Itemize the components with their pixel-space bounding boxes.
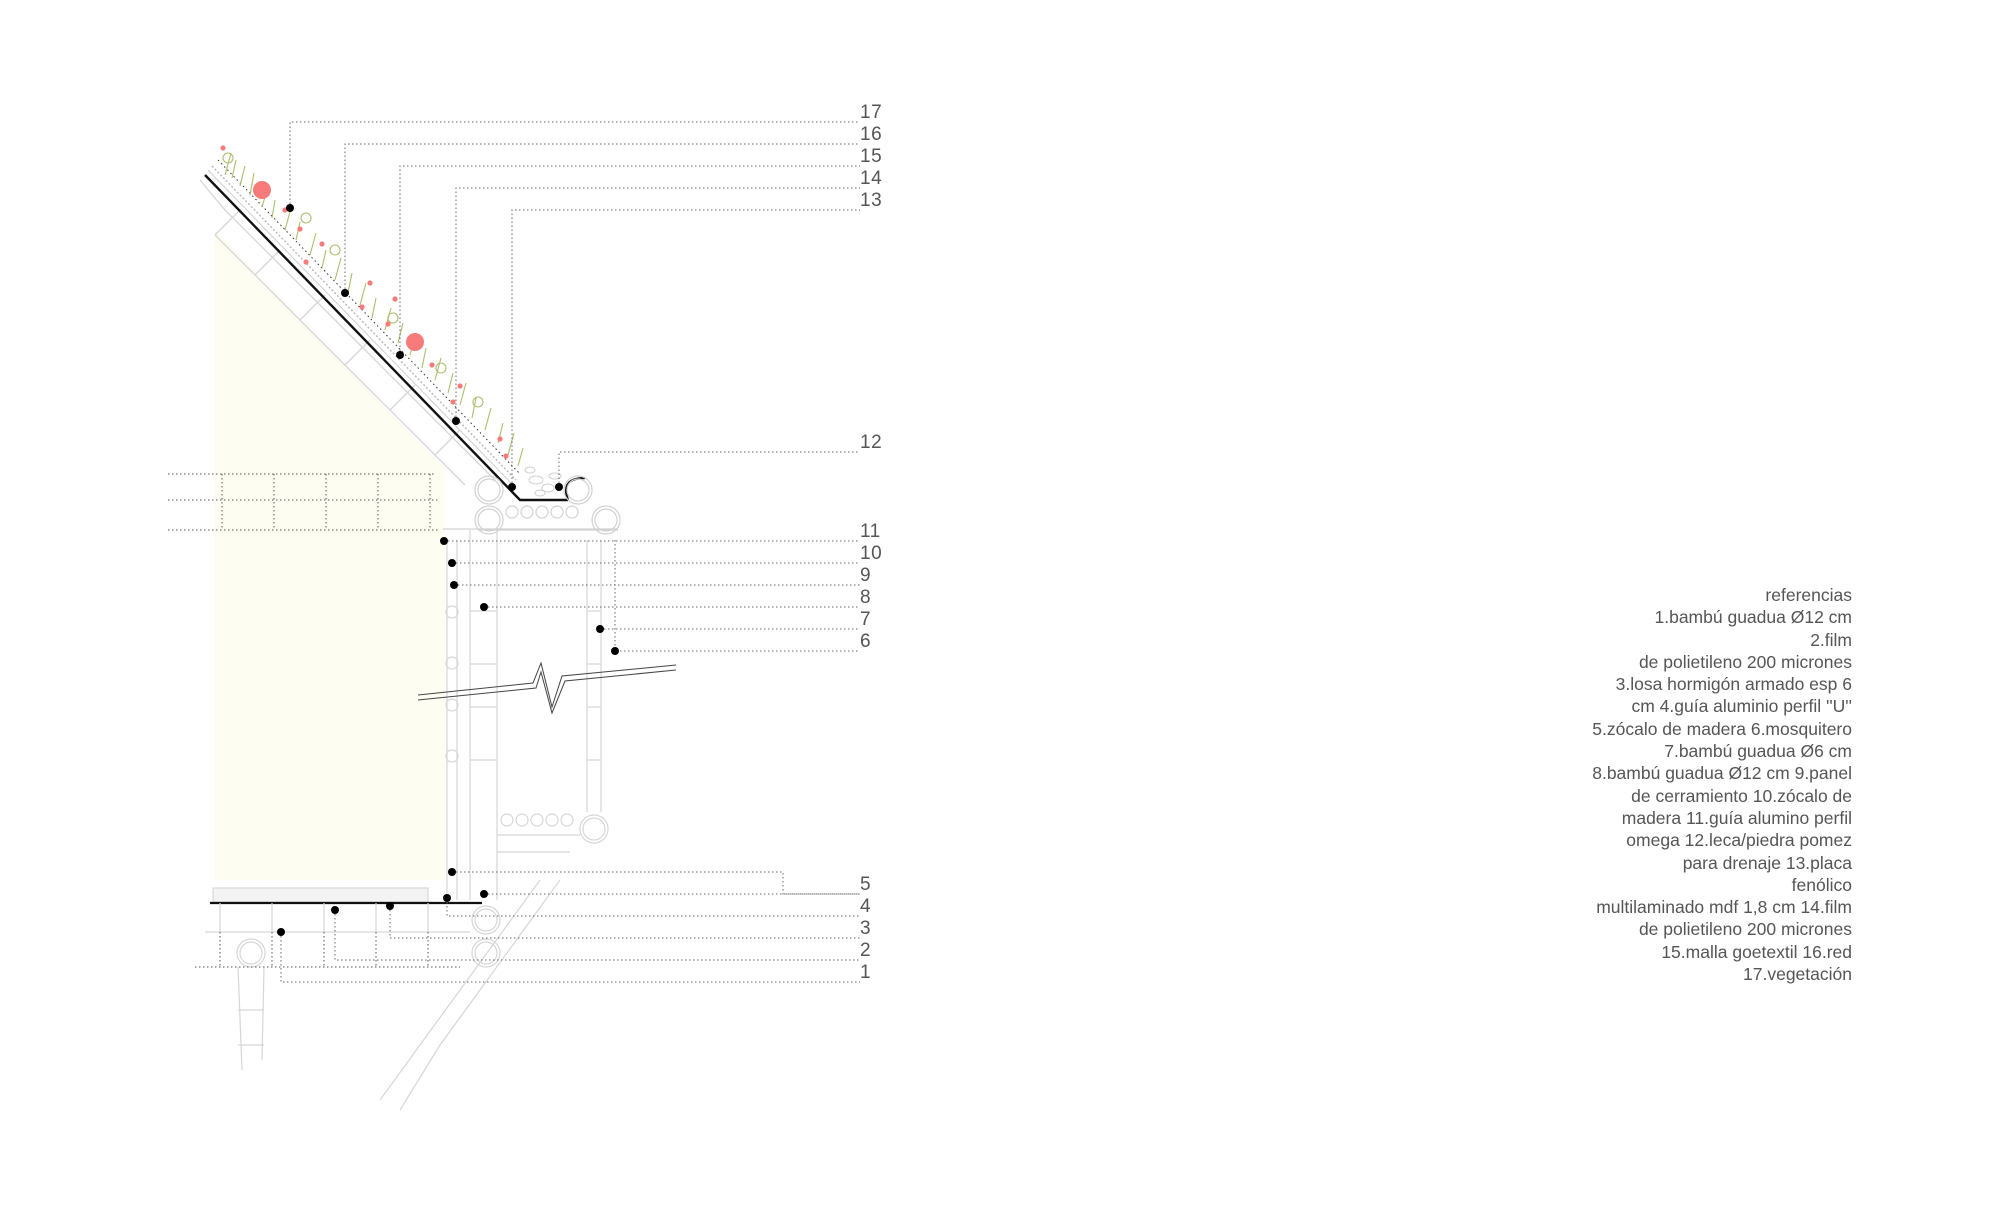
reference-line: de polietileno 200 micrones [1638, 651, 1852, 672]
references-legend: referencias 1.bambú guadua Ø12 cm 2.film… [1432, 584, 1852, 985]
callout-number: 6 [860, 631, 872, 652]
reference-line: de polietileno 200 micrones [1638, 919, 1852, 940]
reference-line: 17.vegetación [1743, 964, 1852, 985]
reference-line: 15.malla goetextil 16.red [1661, 941, 1852, 962]
floor-dotted [195, 932, 460, 968]
top-beam-bamboos [443, 475, 621, 535]
callout-number: 16 [860, 124, 883, 145]
callout-number: 3 [860, 918, 872, 939]
reference-line: 5.zócalo de madera 6.mosquitero [1592, 718, 1852, 739]
reference-line: fenólico [1791, 874, 1852, 895]
callout-number: 8 [860, 587, 872, 608]
callout-number: 11 [860, 521, 881, 542]
callout-number: 9 [860, 565, 872, 586]
roof-rafter [199, 179, 496, 486]
wall-bamboos [445, 530, 609, 900]
callout-number: 10 [860, 543, 883, 564]
exterior-dotted-grid [168, 473, 440, 531]
leca-drainage [524, 466, 562, 497]
vegetation [222, 152, 524, 467]
callout-number: 1 [860, 962, 872, 983]
callout-number: 14 [860, 168, 883, 189]
reference-line: 8.bambú guadua Ø12 cm 9.panel [1592, 763, 1852, 784]
reference-line: multilaminado mdf 1,8 cm 14.film [1596, 897, 1852, 918]
callout-number: 4 [860, 896, 872, 917]
reference-line: cm 4.guía aluminio perfil ''U'' [1631, 696, 1852, 717]
references-title: referencias [1765, 585, 1852, 605]
gutter-lip [564, 476, 586, 501]
reference-line: omega 12.leca/piedra pomez [1626, 830, 1852, 851]
callout-dots [277, 204, 619, 936]
floor-structure [205, 879, 561, 1111]
callout-number: 5 [860, 874, 872, 895]
callout-number: 2 [860, 940, 872, 961]
waterproof-film [204, 174, 568, 502]
reference-line: madera 11.guía alumino perfil [1621, 807, 1852, 828]
leader-lines [280, 121, 860, 983]
reference-line: 7.bambú guadua Ø6 cm [1664, 741, 1852, 762]
floor-slab [210, 887, 482, 905]
reference-line: para drenaje 13.placa [1682, 852, 1852, 873]
callout-number: 17 [860, 102, 883, 123]
reference-line: de cerramiento 10.zócalo de [1631, 785, 1852, 806]
callout-number: 12 [860, 432, 883, 453]
reference-line: 3.losa hormigón armado esp 6 [1615, 674, 1852, 695]
flowers [220, 145, 509, 459]
interior-fill [215, 230, 445, 880]
reference-line: 1.bambú guadua Ø12 cm [1654, 607, 1853, 628]
break-line-symbol [417, 661, 677, 715]
reference-line: 2.film [1810, 629, 1852, 650]
roof-layers [204, 159, 586, 502]
callout-number: 7 [860, 609, 872, 630]
callout-number: 13 [860, 190, 883, 211]
callout-number: 15 [860, 146, 883, 167]
